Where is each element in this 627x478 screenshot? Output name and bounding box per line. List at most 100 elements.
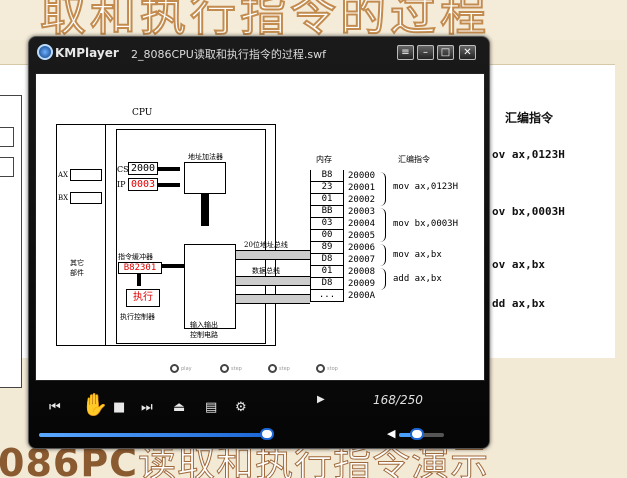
other-parts-block [56,124,106,346]
adder-down-arrow [201,194,209,226]
player-window[interactable]: KMPlayer 2_8086CPU读取和执行指令的过程.swf ≡ – □ ✕… [28,36,490,449]
cs-label: CS [117,165,129,174]
memory-address: 20001 [348,183,376,193]
memory-cell: 01 [310,266,344,278]
memory-address: 20006 [348,243,376,253]
asm-line: mov bx,0003H [393,219,459,229]
memory-cell: 01 [310,194,344,206]
volume-handle[interactable] [410,428,424,440]
data-bus-label: 数据总线 [252,267,280,275]
window-title: 2_8086CPU读取和执行指令的过程.swf [131,48,326,61]
ip-to-adder-arrow [158,183,180,187]
asm-line: add ax,bx [393,274,442,284]
volume-icon[interactable]: ◀ [387,427,396,440]
play-button[interactable]: ▶ [317,394,325,405]
exec-unit: 执行 [126,289,160,307]
memory-address: 20007 [348,255,376,265]
video-screen[interactable]: CPU AX BX 其它 部件 CS 2000 IP 0003 地址加法器 指令… [35,73,485,381]
memory-cell: 00 [310,230,344,242]
memory-title: 内存 [316,155,332,164]
slide-asm-line: ov bx,0003H [492,205,565,218]
ax-label: AX [58,171,69,179]
bx-register [70,192,102,204]
other-parts-label: 部件 [70,269,84,277]
other-parts-label: 其它 [70,259,84,267]
stop-button[interactable]: ■ [113,400,126,415]
memory-cell: BB [310,206,344,218]
control-bar: ⏮ ✋ ■ ⏭ ⏏ ▤ ⚙ ▶ 168/250 ◀ [29,383,489,449]
slide-asm-title: 汇编指令 [505,111,554,125]
instruction-brace [378,244,386,266]
memory-address: 20005 [348,231,376,241]
memory-cell: D8 [310,278,344,290]
ax-register [70,169,102,181]
data-bus [236,276,310,286]
io-label: 输入输出 [190,321,218,329]
memory-address: 20003 [348,207,376,217]
settings-button[interactable]: ⚙ [235,400,247,415]
eject-button[interactable]: ⏏ [173,400,186,415]
exec-ctrl-label: 执行控制器 [120,313,155,321]
bx-label: BX [58,194,69,202]
memory-cell: 03 [310,218,344,230]
memory-address: 20009 [348,279,376,289]
slide-asm-line: ov ax,bx [492,258,545,271]
memory-address: 20002 [348,195,376,205]
next-button[interactable]: ⏭ [141,400,153,415]
asm-line: mov ax,bx [393,250,442,260]
seek-handle[interactable] [259,428,274,440]
playlist-button[interactable]: ▤ [205,400,218,415]
maximize-button[interactable]: □ [437,45,454,60]
slide-title-text: 取和执行指令的过程 [39,0,490,40]
ip-register: 0003 [128,178,158,191]
kmplayer-logo-icon [37,44,53,60]
asm-line: mov ax,0123H [393,182,459,192]
flash-step-button[interactable]: step [220,364,242,373]
slide-left-register [0,127,14,147]
hand-cursor-icon: ✋ [81,393,109,418]
ip-label: IP [117,180,126,189]
control-bus [236,294,310,304]
flash-play-label: play [181,366,192,372]
address-bus-label: 20位地址总线 [244,241,288,249]
memory-address: 20008 [348,267,376,277]
prev-button[interactable]: ⏮ [49,400,61,415]
close-button[interactable]: ✕ [459,45,476,60]
instr-buffer-label: 指令缓冲器 [118,253,153,261]
step-circle-icon [220,364,229,373]
memory-cell: 23 [310,182,344,194]
slide-title-banner: 取和执行指令的过程 [0,0,627,40]
slide-asm-line: dd ax,bx [492,297,545,310]
app-name: KMPlayer [55,46,119,60]
minimize-button[interactable]: – [417,45,434,60]
memory-address: 20004 [348,219,376,229]
flash-stop-label: stop [327,366,338,372]
address-bus [236,250,310,260]
flash-step-label: step [279,366,290,372]
flash-step-label: step [231,366,242,372]
buffer-arrow [162,264,186,268]
memory-cell: B8 [310,170,344,182]
title-bar[interactable]: KMPlayer 2_8086CPU读取和执行指令的过程.swf ≡ – □ ✕ [29,37,489,71]
cpu-label: CPU [132,108,153,118]
seek-bar[interactable] [39,433,267,437]
cs-register: 2000 [128,162,158,175]
flash-play-button[interactable]: play [170,364,192,373]
stop-circle-icon [316,364,325,373]
io-label: 控制电路 [190,331,218,339]
flash-stop-button[interactable]: stop [316,364,338,373]
flash-step-button[interactable]: step [268,364,290,373]
menu-button[interactable]: ≡ [397,45,414,60]
memory-cell: D8 [310,254,344,266]
memory-cell: ... [310,290,344,302]
volume-level [399,433,417,437]
slide-left-register [0,157,14,177]
instruction-brace [378,208,386,242]
slide-asm-line: ov ax,0123H [492,148,565,161]
instruction-brace [378,172,386,206]
adder-label: 地址加法器 [188,153,223,161]
asm-title: 汇编指令 [398,155,430,164]
memory-address: 2000A [348,291,376,301]
play-circle-icon [170,364,179,373]
instruction-brace [378,268,386,290]
